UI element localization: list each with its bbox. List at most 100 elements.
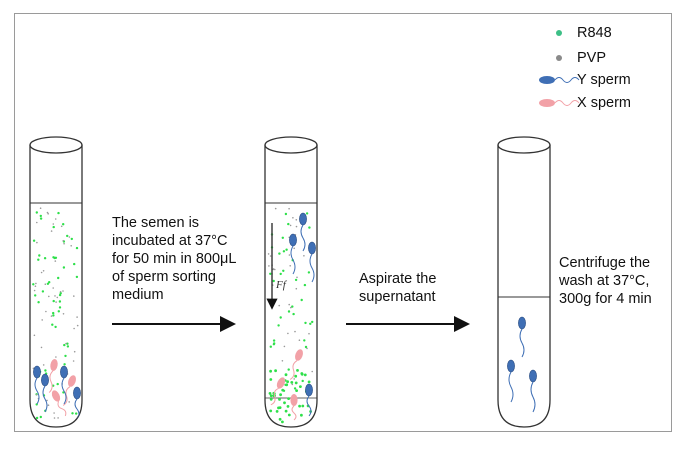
pvp-particle [35, 394, 38, 396]
tube-1-particles [32, 207, 79, 420]
pvp-particle [76, 324, 79, 327]
r848-particle [73, 262, 76, 266]
r848-particle [63, 363, 66, 366]
pvp-particle [283, 345, 286, 348]
r848-particle [285, 248, 288, 251]
pvp-particle [73, 295, 75, 297]
pvp-particle [45, 310, 47, 313]
step-1-line-5: medium [112, 287, 164, 303]
r848-particle [269, 345, 272, 348]
pvp-particle [47, 404, 50, 407]
step-3-line-2: wash at 37°C, [559, 273, 650, 289]
r848-particle [75, 275, 79, 279]
pvp-particle [63, 242, 65, 245]
tube-3-sperm [507, 316, 537, 413]
pvp-particle [59, 291, 62, 293]
pvp-particle [48, 295, 50, 298]
r848-particle [58, 300, 62, 303]
figure-frame [14, 13, 672, 432]
r848-particle [304, 345, 308, 349]
pvp-particle [62, 290, 64, 292]
r848-particle [305, 212, 309, 215]
r848-particle [54, 325, 57, 329]
r848-particle [39, 217, 43, 220]
r848-particle [56, 382, 59, 386]
r848-particle [282, 269, 285, 272]
tube-1 [29, 136, 83, 428]
r848-particle [44, 369, 47, 372]
legend-y-sperm-icon [539, 76, 580, 84]
pvp-particle [73, 350, 76, 353]
r848-particle [58, 293, 62, 297]
pvp-particle [42, 364, 45, 366]
pvp-particle [274, 207, 277, 210]
r848-particle [287, 413, 291, 417]
r848-particle [284, 212, 288, 216]
tube-2-sperm [270, 212, 316, 421]
r848-particle [308, 226, 311, 229]
y-sperm [289, 233, 297, 275]
pvp-particle [288, 254, 291, 256]
pvp-particle [33, 289, 36, 292]
r848-particle [287, 368, 290, 371]
legend-x-sperm-icon [539, 99, 580, 107]
r848-particle [53, 256, 56, 260]
pvp-particle [54, 218, 57, 220]
r848-particle [296, 369, 299, 372]
pvp-particle [308, 332, 310, 335]
r848-particle [278, 417, 282, 421]
y-sperm [518, 316, 526, 358]
r848-particle [57, 310, 60, 313]
r848-particle [37, 258, 40, 261]
r848-particle [298, 404, 301, 408]
pvp-particle [55, 356, 57, 358]
pvp-particle [46, 399, 48, 402]
pvp-particle [298, 339, 301, 342]
tube-2: Ff [264, 136, 318, 428]
r848-particle [303, 339, 306, 342]
x-sperm [48, 359, 58, 393]
r848-particle [32, 239, 36, 242]
pvp-particle [311, 370, 314, 373]
pvp-particle [56, 296, 59, 299]
r848-particle [39, 415, 42, 419]
r848-particle [268, 392, 272, 395]
r848-particle [52, 225, 55, 229]
pvp-particle [53, 412, 55, 414]
r848-particle [35, 211, 38, 214]
step-1-line-3: for 50 min in 800μL [112, 251, 237, 267]
pvp-particle [288, 207, 290, 210]
r848-particle [52, 314, 55, 317]
r848-particle [34, 294, 37, 297]
r848-particle [38, 254, 41, 257]
pvp-particle [295, 219, 298, 221]
tube-1-sperm [33, 359, 81, 420]
r848-particle [287, 310, 291, 313]
r848-particle [283, 401, 286, 405]
pvp-particle [303, 255, 305, 257]
r848-particle [279, 316, 282, 319]
r848-particle [284, 409, 288, 413]
r848-particle [281, 388, 285, 392]
y-sperm [507, 359, 515, 403]
r848-particle [303, 283, 307, 287]
r848-particle [300, 298, 303, 302]
r848-particle [282, 250, 286, 253]
r848-particle [278, 406, 282, 409]
r848-particle [66, 345, 70, 348]
pvp-particle [289, 265, 292, 267]
r848-particle [286, 405, 290, 408]
y-sperm [60, 365, 68, 405]
pvp-particle [269, 255, 272, 257]
pvp-particle [68, 236, 71, 238]
x-sperm [290, 394, 298, 421]
r848-particle [307, 380, 311, 384]
r848-particle [303, 373, 307, 377]
r848-particle [57, 211, 60, 215]
legend-r848-dot [556, 30, 562, 36]
r848-particle [51, 323, 54, 326]
step-1-line-4: of sperm sorting [112, 269, 216, 285]
step-3-line-3: 300g for 4 min [559, 291, 652, 307]
pvp-particle [33, 334, 36, 337]
tube-3 [497, 136, 551, 428]
